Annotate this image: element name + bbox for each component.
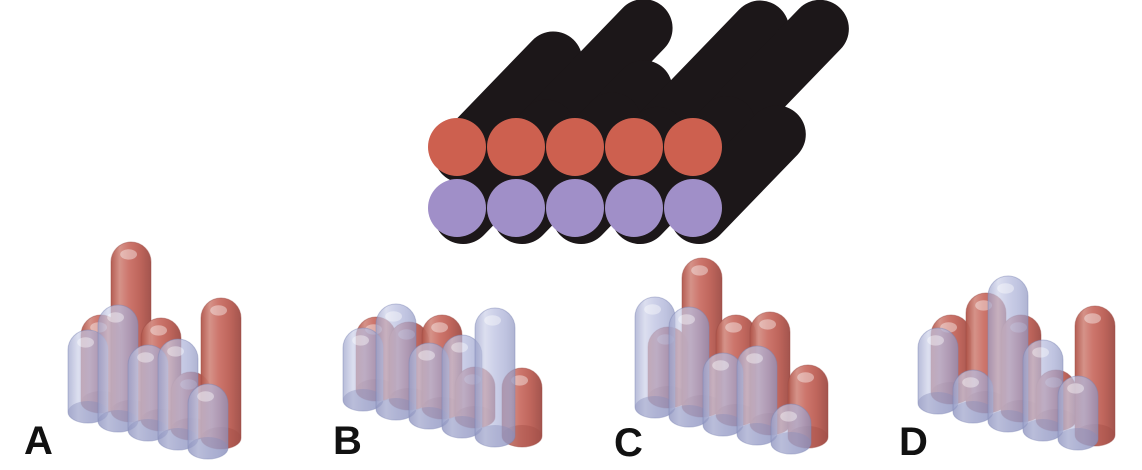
option-a-figure[interactable] <box>67 241 242 460</box>
dome-highlight-icon <box>1084 313 1101 324</box>
purple-cylinder <box>770 403 812 455</box>
cylinder-base <box>703 414 743 436</box>
option-b-figure[interactable] <box>342 303 543 448</box>
purple-cylinder <box>917 327 959 415</box>
purple-cylinder <box>1022 339 1064 442</box>
dome-highlight-icon <box>797 372 814 383</box>
dome-highlight-icon <box>1067 383 1084 394</box>
red-row-face-circle <box>487 118 545 176</box>
purple-cylinder <box>668 306 710 428</box>
cylinder-base <box>918 392 958 414</box>
option-a-label: A <box>24 419 53 463</box>
dome-highlight-icon <box>746 353 763 364</box>
purple-cylinder <box>375 303 417 421</box>
purple-cylinder <box>187 383 229 460</box>
purple-cylinder <box>474 307 516 448</box>
dome-highlight-icon <box>712 360 729 371</box>
purple-cylinder <box>736 345 778 446</box>
cylinder-base <box>1023 419 1063 441</box>
dome-highlight-icon <box>759 319 776 330</box>
dome-highlight-icon <box>385 311 402 322</box>
dome-highlight-icon <box>691 265 708 276</box>
purple-cylinder <box>1057 375 1099 451</box>
dome-highlight-icon <box>1032 347 1049 358</box>
dome-highlight-icon <box>210 305 228 316</box>
cylinder-base <box>771 432 811 454</box>
purple-row-face-circle <box>664 179 722 237</box>
cylinder-base <box>188 437 228 459</box>
purple-cylinder <box>987 275 1029 433</box>
dome-highlight-icon <box>927 335 944 346</box>
dome-highlight-icon <box>678 314 695 325</box>
cylinder-base <box>442 416 482 438</box>
cylinder-base <box>475 425 515 447</box>
dome-highlight-icon <box>431 322 448 333</box>
cylinder-base <box>635 396 675 418</box>
cylinder-base <box>1058 428 1098 450</box>
cylinder-base <box>953 401 993 423</box>
dome-highlight-icon <box>137 352 155 363</box>
dome-highlight-icon <box>725 322 742 333</box>
target-rod-bundle <box>428 0 849 244</box>
cylinder-base <box>988 410 1028 432</box>
red-row-face-circle <box>605 118 663 176</box>
red-row-face-circle <box>428 118 486 176</box>
option-c-figure[interactable] <box>634 257 829 455</box>
purple-row-face-circle <box>546 179 604 237</box>
dome-highlight-icon <box>780 411 797 422</box>
dome-highlight-icon <box>644 304 661 315</box>
red-row-face-circle <box>546 118 604 176</box>
dome-highlight-icon <box>451 342 468 353</box>
dome-highlight-icon <box>997 283 1014 294</box>
option-b-label: B <box>333 419 362 463</box>
dome-highlight-icon <box>418 350 435 361</box>
dome-highlight-icon <box>120 249 137 260</box>
cylinder-base <box>409 407 449 429</box>
purple-row-face-circle <box>605 179 663 237</box>
cylinder-base <box>343 389 383 411</box>
option-d-label: D <box>899 420 928 464</box>
dome-highlight-icon <box>150 325 168 336</box>
dome-highlight-icon <box>197 391 215 402</box>
dome-highlight-icon <box>484 315 501 326</box>
dome-highlight-icon <box>511 375 528 386</box>
dome-highlight-icon <box>167 346 185 357</box>
option-c-label: C <box>614 421 643 465</box>
red-row-face-circle <box>664 118 722 176</box>
option-d-figure[interactable] <box>917 275 1116 451</box>
dome-highlight-icon <box>77 337 94 348</box>
cylinder-base <box>376 398 416 420</box>
dome-highlight-icon <box>962 377 979 388</box>
dome-highlight-icon <box>975 300 992 311</box>
cylinder-base <box>737 423 777 445</box>
dome-highlight-icon <box>352 335 369 346</box>
purple-row-face-circle <box>487 179 545 237</box>
dome-highlight-icon <box>107 312 124 323</box>
purple-row-face-circle <box>428 179 486 237</box>
cylinder-base <box>669 405 709 427</box>
